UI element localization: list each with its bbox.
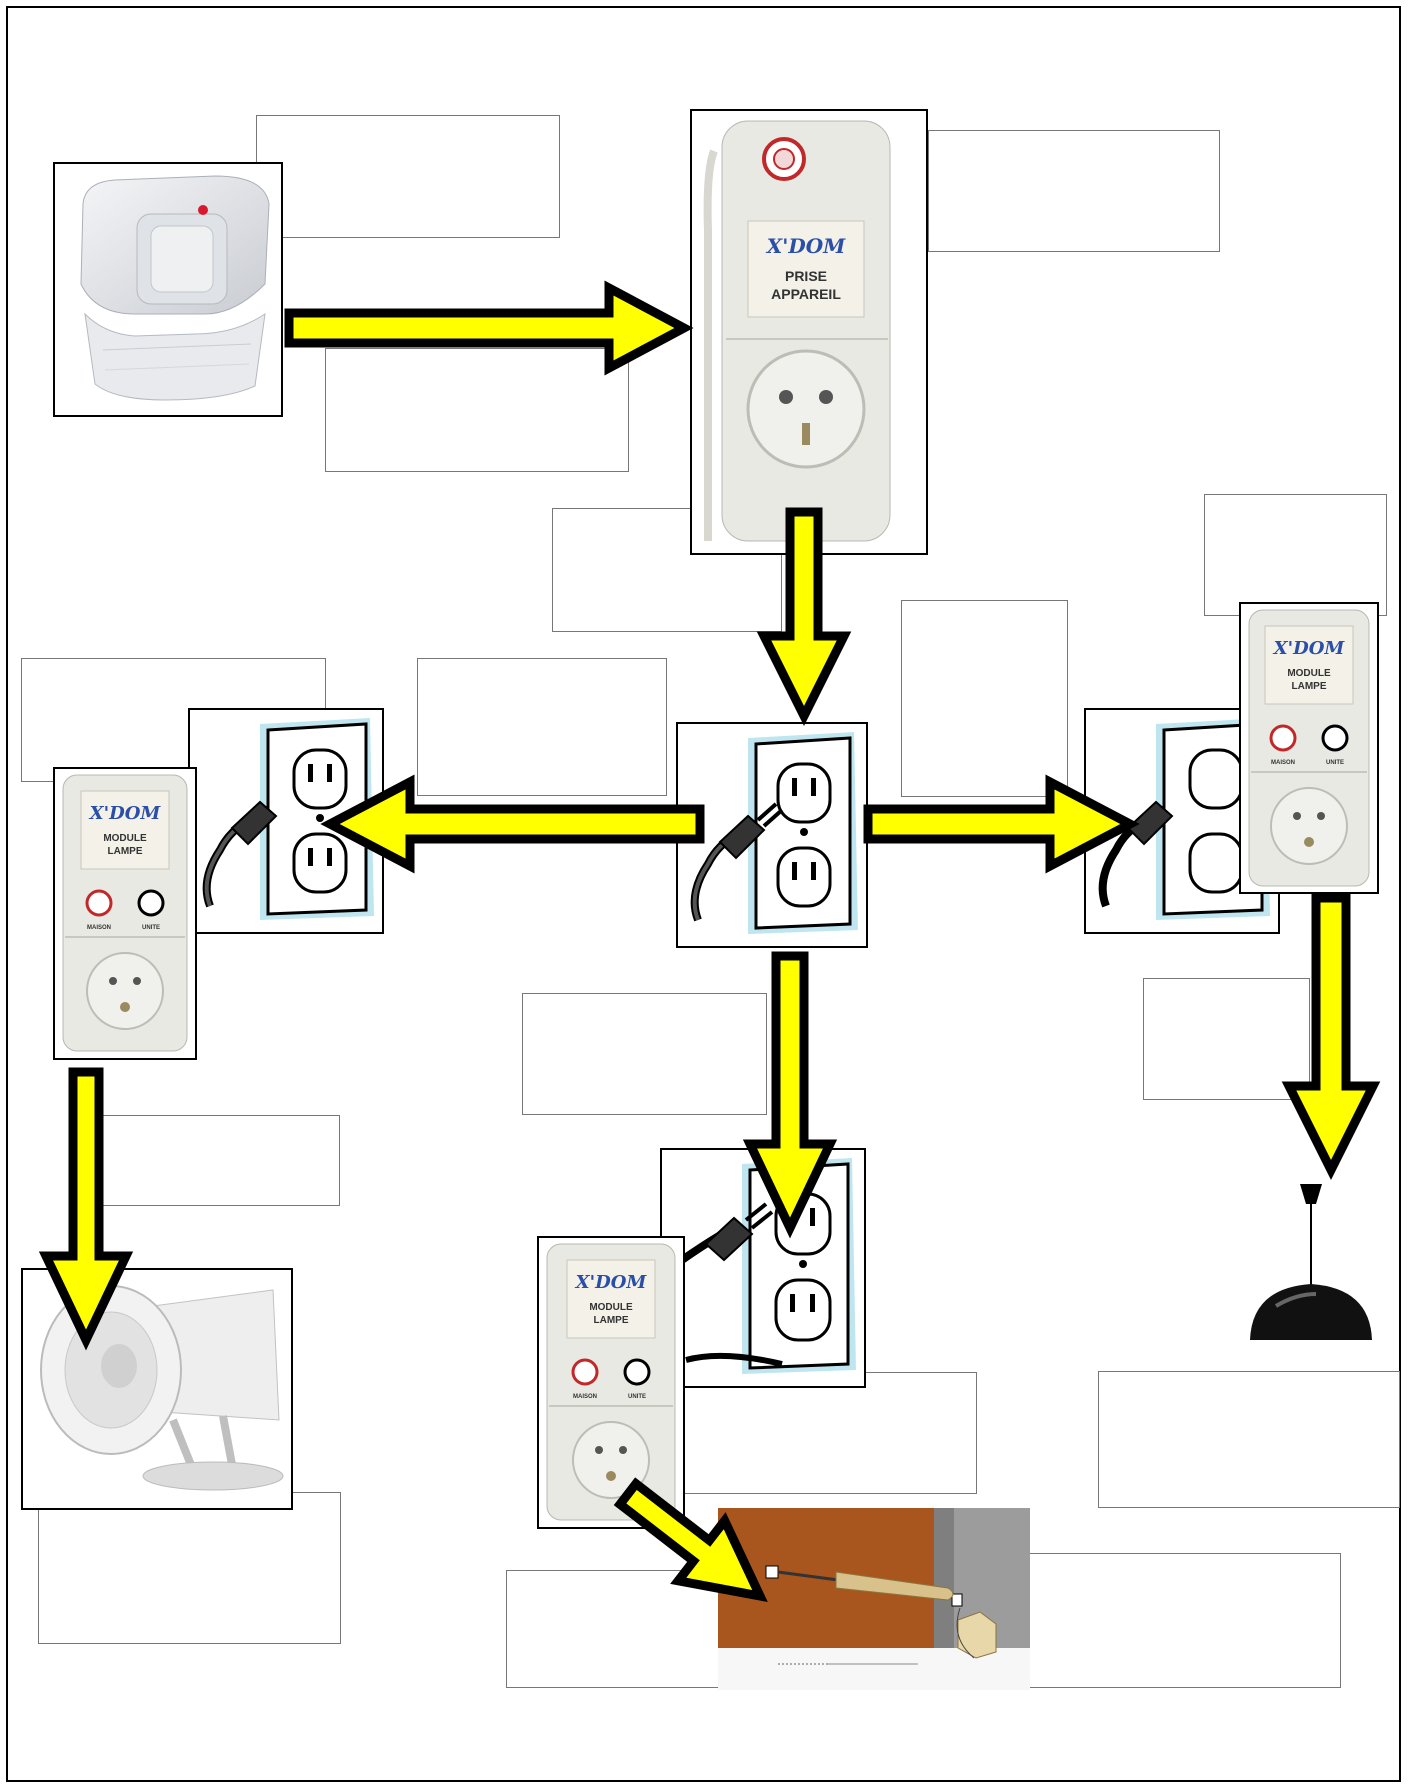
label-box-left-output[interactable] — [95, 1115, 340, 1206]
module-dial-unite: UNITE — [628, 1394, 646, 1400]
motion-sensor-icon — [53, 162, 283, 417]
wall-outlet-center — [676, 722, 868, 948]
lamp-module-bottom: X'DOM MODULE LAMPE MAISON UNITE — [537, 1236, 685, 1529]
module-brand-text: X'DOM — [1273, 638, 1346, 659]
module-dial-unite: UNITE — [1326, 760, 1344, 766]
module-dial-unite: UNITE — [142, 925, 160, 931]
label-box-siren[interactable] — [38, 1492, 341, 1644]
prise-line1-text: PRISE — [785, 268, 827, 284]
module-dial-maison: MAISON — [87, 925, 111, 931]
label-box-prise-appareil[interactable] — [928, 130, 1220, 252]
label-box-sensor-top[interactable] — [256, 115, 560, 238]
module-line2-text: LAMPE — [594, 1315, 629, 1326]
module-dial-maison: MAISON — [1271, 760, 1295, 766]
label-box-sensor-link[interactable] — [325, 348, 629, 472]
wall-outlet-left — [188, 708, 384, 934]
lamp-module-right: X'DOM MODULE LAMPE MAISON UNITE — [1239, 602, 1379, 894]
label-box-lamp[interactable] — [1098, 1371, 1400, 1508]
prise-brand-text: X'DOM — [765, 234, 846, 258]
module-line2-text: LAMPE — [108, 846, 143, 857]
page-frame — [6, 6, 1401, 1782]
siren-horn-icon — [21, 1268, 293, 1510]
module-line1-text: MODULE — [589, 1302, 633, 1313]
pendant-lamp-icon — [1236, 1180, 1386, 1352]
label-box-door-right[interactable] — [1022, 1553, 1341, 1688]
label-box-right-module[interactable] — [1204, 494, 1387, 616]
module-line2-text: LAMPE — [1292, 681, 1327, 692]
label-box-right-link[interactable] — [901, 600, 1068, 797]
module-line1-text: MODULE — [1287, 668, 1331, 679]
door-opener-icon — [718, 1508, 1030, 1690]
lamp-module-left: X'DOM MODULE LAMPE MAISON UNITE — [53, 767, 197, 1060]
label-box-right-output[interactable] — [1143, 978, 1310, 1100]
label-box-bottom-module[interactable] — [683, 1372, 977, 1494]
wall-outlet-bottom — [660, 1148, 866, 1388]
module-dial-maison: MAISON — [573, 1394, 597, 1400]
module-brand-text: X'DOM — [89, 803, 162, 824]
appliance-plug-module-icon: X'DOM PRISE APPAREIL — [690, 109, 928, 555]
label-box-door-left[interactable] — [506, 1570, 725, 1688]
prise-line2-text: APPAREIL — [771, 286, 841, 302]
module-brand-text: X'DOM — [575, 1272, 648, 1293]
label-box-center-link[interactable] — [522, 993, 767, 1115]
label-box-left-link[interactable] — [417, 658, 667, 796]
module-line1-text: MODULE — [103, 833, 147, 844]
